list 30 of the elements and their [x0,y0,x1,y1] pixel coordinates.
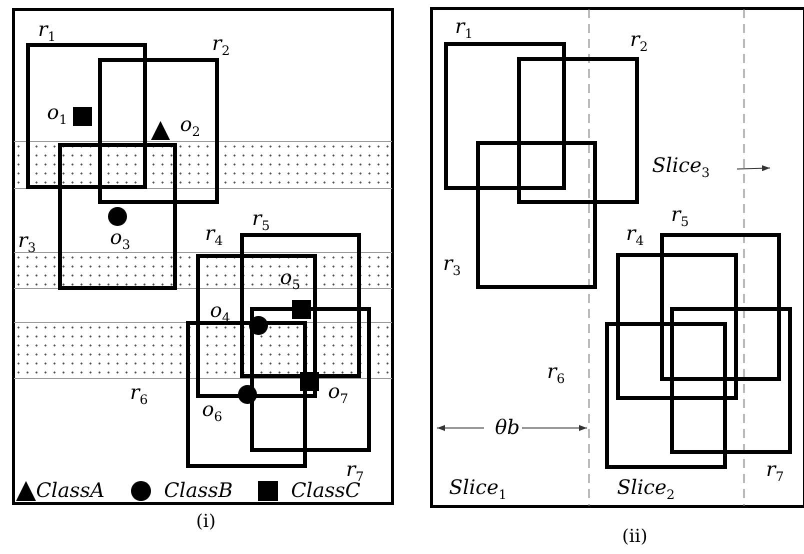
region-label: r$_{1}$ [38,18,56,47]
region-label: r$_{4}$ [626,222,644,251]
region-label: r$_{2}$ [212,32,230,61]
region-label: r$_{7}$ [766,458,784,487]
panel-caption: (ii) [622,527,648,547]
dimension-label: θb [495,416,520,438]
slice-label: Slice$_{1}$ [449,476,507,505]
region-label: r$_{3}$ [18,229,36,258]
legend-label: ClassB [164,479,233,501]
slice-label: Slice$_{3}$ [652,154,710,183]
region-label: r$_{5}$ [671,203,689,232]
region-label: r$_{6}$ [130,381,148,410]
object-label: o$_{2}$ [180,113,200,142]
region-label: r$_{1}$ [455,15,473,44]
dotted-band [14,141,392,189]
object-label: o$_{1}$ [47,101,68,130]
object-label: o$_{3}$ [110,226,130,255]
region-label: r$_{2}$ [630,28,648,57]
dotted-band [14,322,392,379]
region-label: r$_{3}$ [443,252,461,281]
region-label: r$_{6}$ [547,360,565,389]
slice-label: Slice$_{2}$ [617,476,675,505]
object-label: o$_{6}$ [202,398,222,427]
panel-caption: (i) [196,512,216,532]
region-label: r$_{5}$ [252,207,270,236]
dotted-band [14,252,392,289]
legend-label: ClassA [36,479,105,501]
region-label: r$_{4}$ [205,222,223,251]
object-label: o$_{7}$ [328,380,348,409]
object-label: o$_{5}$ [280,266,300,295]
